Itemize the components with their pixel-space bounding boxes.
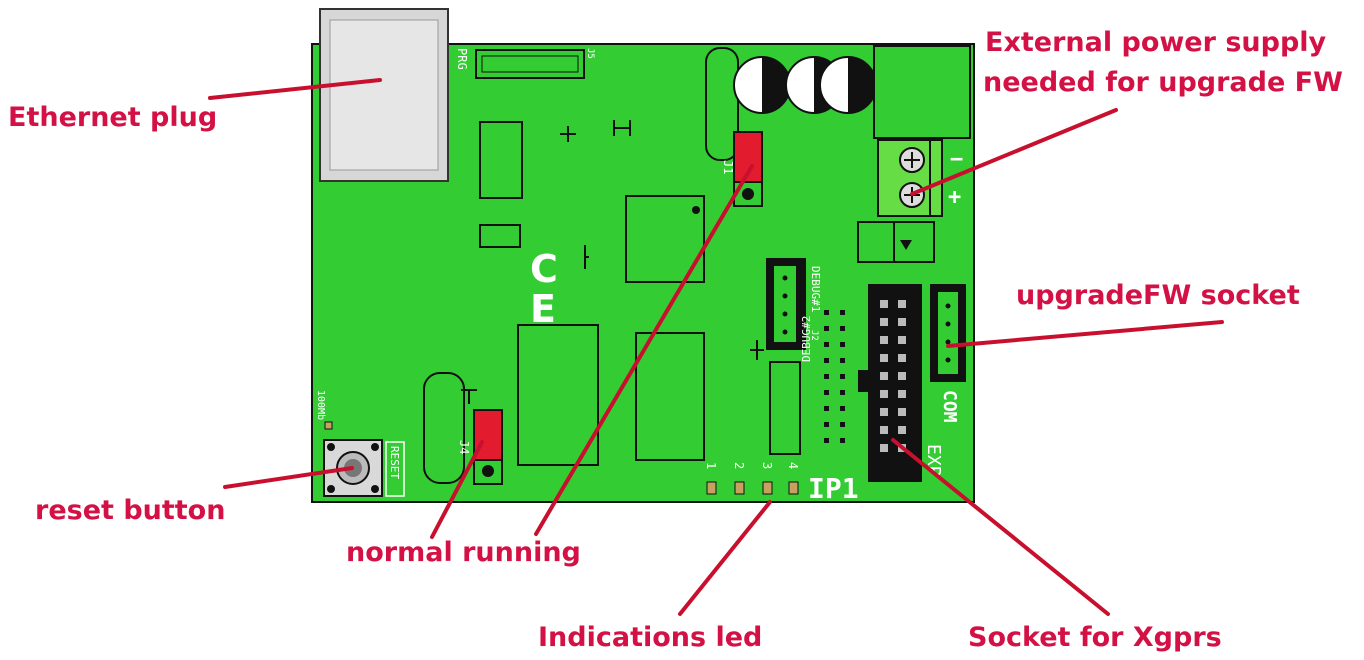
- leader-leds: [680, 502, 770, 614]
- mbps-silk-label: 100Mb: [315, 390, 326, 420]
- callout-power-line2: needed for upgrade FW: [983, 66, 1343, 100]
- reset-silk-label: RESET: [388, 446, 401, 479]
- ethernet-plug: [320, 9, 448, 181]
- minus-silk-label: −: [950, 147, 963, 172]
- power-terminal: [878, 140, 942, 216]
- prg-silk-label: PRG: [455, 48, 469, 70]
- com-header: [930, 284, 966, 382]
- callout-reset-button: reset button: [35, 494, 225, 528]
- j1-silk-label: J1: [721, 160, 735, 174]
- led-number-3: 3: [760, 462, 774, 469]
- capacitors: [734, 57, 876, 113]
- callout-ethernet-plug: Ethernet plug: [8, 101, 217, 135]
- callout-normal-running: normal running: [346, 536, 581, 570]
- led-number-2: 2: [732, 462, 746, 469]
- j5-silk-label: J5: [585, 48, 595, 59]
- ip1-silk-label: IP1: [808, 472, 859, 505]
- led-number-1: 1: [704, 462, 718, 469]
- ce-mark: C: [530, 247, 558, 291]
- power-block: [874, 46, 970, 138]
- leader-xgprs: [893, 440, 1108, 614]
- callout-power-line1: External power supply: [985, 26, 1326, 60]
- ce-mark-e: E: [530, 287, 556, 331]
- debug2-silk-label: DEBUG#2: [800, 316, 813, 362]
- callout-indications-led: Indications led: [538, 621, 762, 655]
- com-silk-label: COM: [939, 390, 960, 423]
- callout-socket-xgprs: Socket for Xgprs: [968, 621, 1222, 655]
- led-number-4: 4: [786, 462, 800, 469]
- plus-silk-label: +: [948, 185, 961, 210]
- leader-upgrade: [948, 322, 1222, 346]
- j4-silk-label: J4: [457, 440, 471, 454]
- callout-upgrade-socket: upgradeFW socket: [1016, 279, 1300, 313]
- debug1-silk-label: DEBUG#1: [809, 266, 822, 312]
